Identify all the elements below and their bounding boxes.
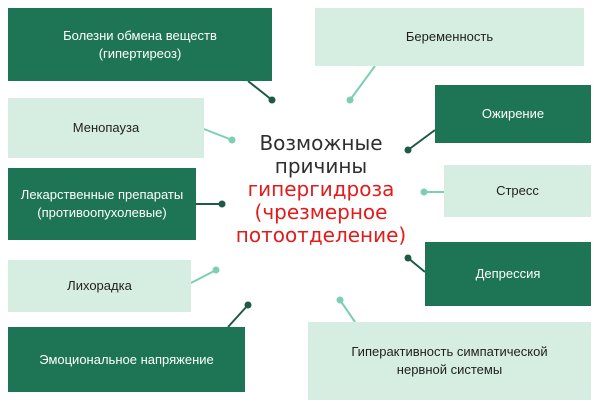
cause-stress: Стресс: [444, 165, 591, 217]
connector-dot: [420, 188, 428, 196]
cause-medications: Лекарственные препараты (противоопухолев…: [8, 168, 196, 240]
connector-line: [349, 65, 376, 101]
connector-dot: [336, 296, 344, 304]
cause-label: Менопауза: [72, 120, 140, 135]
cause-pregnancy: Беременность: [315, 8, 584, 66]
cause-label: Ожирение: [481, 106, 545, 121]
cause-label: нервной системы: [396, 362, 503, 377]
connector-line: [227, 304, 249, 328]
connector-dot: [404, 254, 412, 262]
cause-label: (противоопухолевые): [37, 205, 167, 220]
connector-dot: [346, 96, 354, 104]
cause-label: Лекарственные препараты: [20, 187, 184, 202]
cause-label: (гипертиреоз): [98, 45, 182, 61]
connector-dot: [244, 301, 252, 309]
connector-line: [407, 257, 426, 273]
cause-label: Эмоциональное напряжение: [39, 351, 214, 367]
connector-dot: [212, 266, 220, 274]
cause-emotional-tension: Эмоциональное напряжение: [8, 327, 245, 392]
cause-label: Гиперактивность симпатической: [351, 344, 548, 359]
cause-obesity: Ожирение: [435, 85, 591, 143]
connector-dot: [268, 96, 276, 104]
connector-dot: [404, 146, 412, 154]
connector-dot: [218, 200, 226, 208]
cause-depression: Депрессия: [425, 242, 591, 306]
connector-dot: [228, 136, 236, 144]
cause-metabolic-diseases: Болезни обмена веществ (гипертиреоз): [8, 8, 272, 81]
cause-label: Беременность: [405, 29, 494, 44]
connector-line: [203, 128, 233, 141]
cause-label: Болезни обмена веществ: [63, 27, 217, 43]
cause-fever: Лихорадка: [8, 260, 191, 312]
cause-label: Депрессия: [475, 266, 541, 281]
connector-line: [247, 80, 273, 101]
connector-line: [407, 129, 436, 151]
cause-sympathetic-hyperactivity: Гиперактивность симпатической нервной си…: [308, 322, 591, 400]
cause-label: Стресс: [496, 183, 539, 198]
cause-menopause: Менопауза: [8, 98, 204, 158]
connector-line: [190, 269, 217, 284]
central-title: Возможные причины: [259, 131, 383, 178]
central-topic: Возможные причины гипергидроза (чрезмерн…: [232, 132, 410, 247]
cause-label: Лихорадка: [67, 278, 132, 293]
central-subject: гипергидроза (чрезмерное потоотделение): [235, 177, 407, 247]
connector-line: [339, 299, 356, 323]
